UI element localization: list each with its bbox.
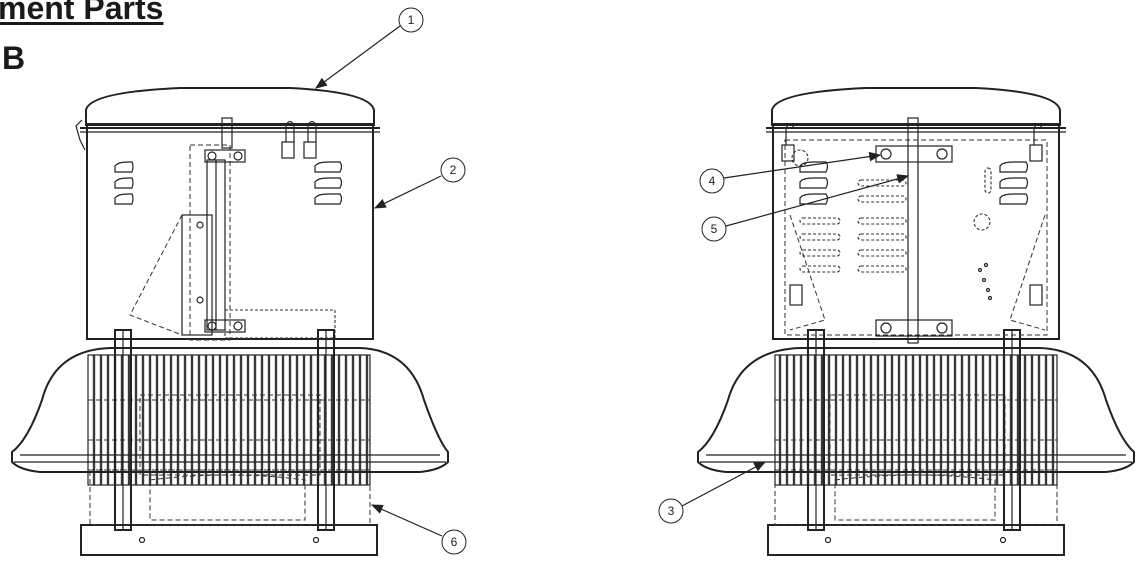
callout-2: 2 bbox=[373, 157, 466, 209]
upper-cabinet-rear bbox=[772, 123, 1060, 340]
front-view bbox=[11, 87, 449, 556]
callout-5: 5 bbox=[701, 174, 910, 242]
svg-text:4: 4 bbox=[709, 174, 716, 188]
svg-text:3: 3 bbox=[668, 504, 675, 518]
callouts: 1 2 3 4 5 6 bbox=[315, 7, 910, 555]
rear-view bbox=[697, 87, 1135, 556]
base-plate-rear bbox=[767, 524, 1065, 556]
callout-4: 4 bbox=[699, 151, 882, 194]
callout-6: 6 bbox=[370, 504, 467, 555]
callout-1: 1 bbox=[315, 7, 424, 89]
motor-dome bbox=[11, 347, 449, 473]
svg-text:5: 5 bbox=[711, 222, 718, 236]
svg-text:1: 1 bbox=[408, 13, 415, 27]
motor-dome-rear bbox=[697, 347, 1135, 473]
svg-text:6: 6 bbox=[451, 535, 458, 549]
section-subtitle: B bbox=[2, 40, 26, 76]
top-cover-rear bbox=[771, 87, 1061, 126]
top-cover bbox=[85, 87, 375, 126]
heat-sink-fins bbox=[88, 355, 370, 485]
heat-sink-fins-rear bbox=[775, 355, 1057, 485]
callout-3: 3 bbox=[658, 461, 767, 524]
section-title: ment Parts bbox=[0, 0, 164, 26]
svg-text:2: 2 bbox=[450, 163, 457, 177]
